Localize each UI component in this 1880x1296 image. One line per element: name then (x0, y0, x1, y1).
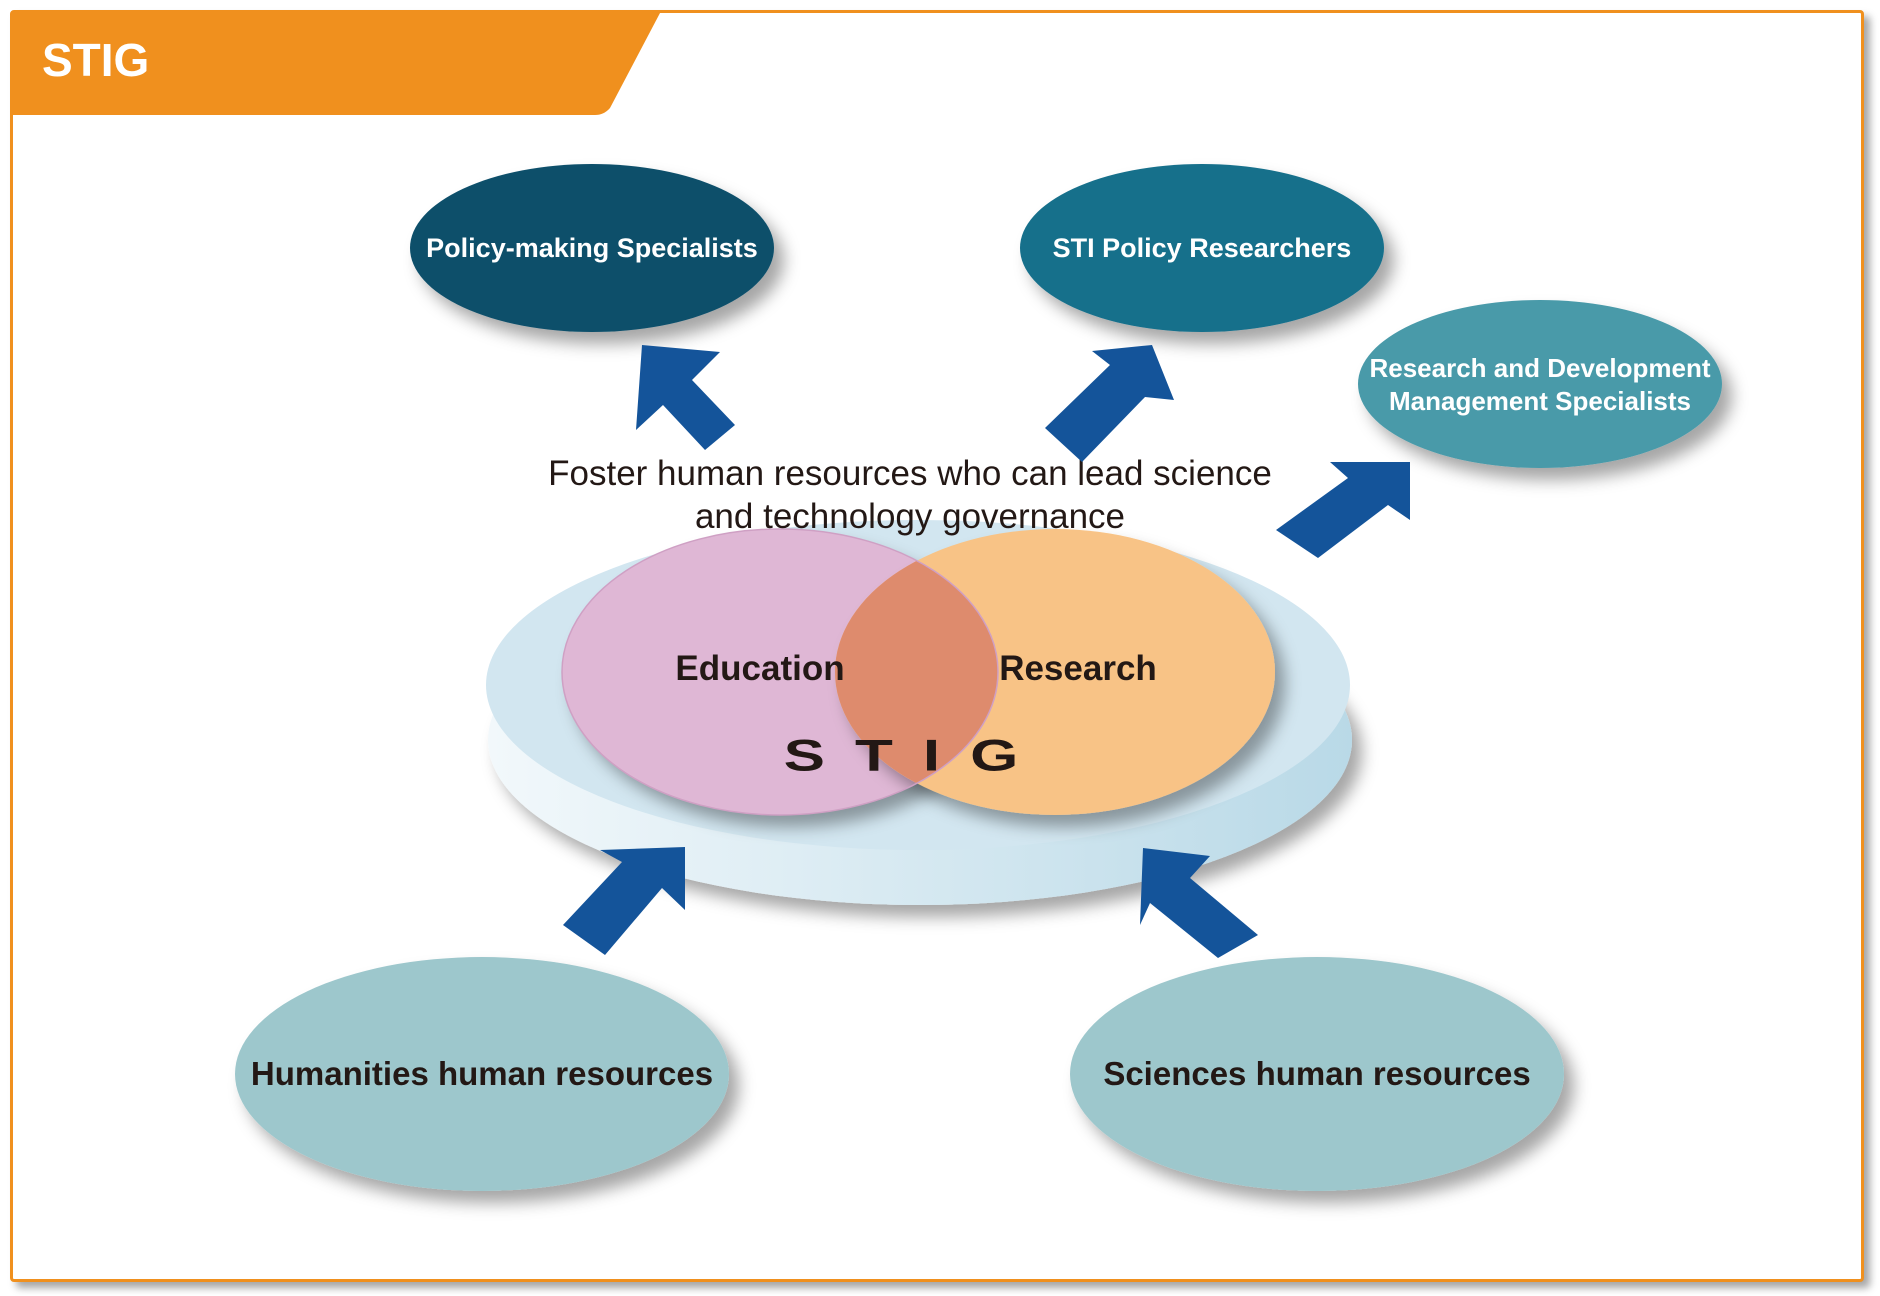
arrow-to-policy-making (636, 345, 735, 450)
sciences-bubble (1070, 957, 1564, 1191)
header-tab (13, 13, 660, 115)
research-label: Research (999, 649, 1157, 688)
policy-making-label: Policy-making Specialists (426, 233, 758, 263)
education-label: Education (675, 649, 844, 688)
caption-line1: Foster human resources who can lead scie… (548, 454, 1272, 493)
arrow-to-rd-management (1276, 462, 1410, 558)
caption-line2: and technology governance (695, 497, 1125, 536)
sti-policy-bubble (1020, 164, 1384, 332)
rd-management-label-line1: Research and Development (1369, 353, 1710, 383)
arrow-to-sti-policy (1045, 345, 1174, 462)
education-circle-outline (561, 528, 999, 816)
humanities-label: Humanities human resources (251, 1055, 713, 1092)
arrow-from-sciences (1140, 848, 1258, 958)
sciences-label: Sciences human resources (1103, 1055, 1530, 1092)
rd-management-bubble (1358, 300, 1722, 468)
humanities-bubble (235, 957, 729, 1191)
arrow-from-humanities (563, 847, 685, 955)
stig-logo: STIG (784, 731, 1049, 781)
venn-overlap (835, 529, 998, 815)
rd-management-label-line2: Management Specialists (1389, 386, 1691, 416)
sti-policy-label: STI Policy Researchers (1053, 233, 1352, 263)
policy-making-bubble (410, 164, 774, 332)
header-title: STIG (42, 34, 149, 86)
